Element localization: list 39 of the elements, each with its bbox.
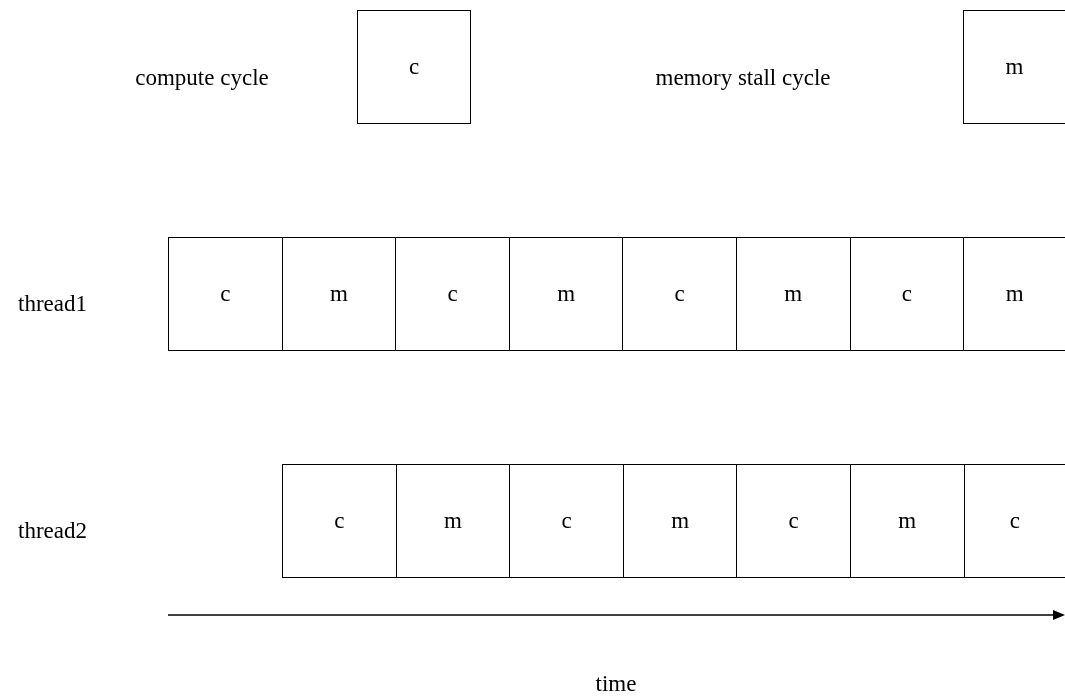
key-label: compute cycle	[135, 66, 269, 89]
axis-label: time	[595, 672, 637, 695]
key-label: memory stall cycle	[655, 66, 831, 89]
cycle-box	[282, 464, 397, 578]
thread-label: thread2	[18, 519, 87, 542]
cycle-letter: c	[334, 508, 345, 534]
cycle-box	[736, 464, 851, 578]
cycle-letter: m	[671, 508, 690, 534]
cycle-box	[395, 464, 511, 578]
cycle-letter: m	[898, 508, 917, 534]
cycle-box	[622, 464, 738, 578]
cycle-box	[509, 464, 624, 578]
cycle-letter: c	[561, 508, 572, 534]
cycle-letter: c	[447, 281, 458, 307]
cycle-letter: c	[1009, 508, 1020, 534]
cycle-letter: m	[1005, 281, 1024, 307]
cycle-box	[850, 464, 965, 578]
cycle-letter: c	[220, 281, 231, 307]
cycle-box	[736, 237, 851, 351]
cycle-box	[357, 10, 471, 124]
cycle-box	[849, 237, 965, 351]
cycle-box	[963, 10, 1065, 124]
cycle-box	[963, 237, 1065, 351]
cycle-box	[508, 237, 624, 351]
cycle-letter: c	[901, 281, 912, 307]
cycle-letter: m	[443, 508, 462, 534]
cycle-letter: c	[408, 54, 420, 80]
cycle-box	[281, 237, 397, 351]
cycle-letter: m	[784, 281, 803, 307]
thread-label: thread1	[18, 292, 87, 315]
cycle-letter: c	[788, 508, 799, 534]
cycle-letter: c	[674, 281, 685, 307]
cycle-box	[622, 237, 737, 351]
cycle-letter: m	[557, 281, 576, 307]
cycle-box	[168, 237, 283, 351]
cycle-letter: m	[329, 281, 348, 307]
cycle-letter: m	[1005, 54, 1024, 80]
cycle-box	[963, 464, 1065, 578]
cycle-box	[395, 237, 510, 351]
